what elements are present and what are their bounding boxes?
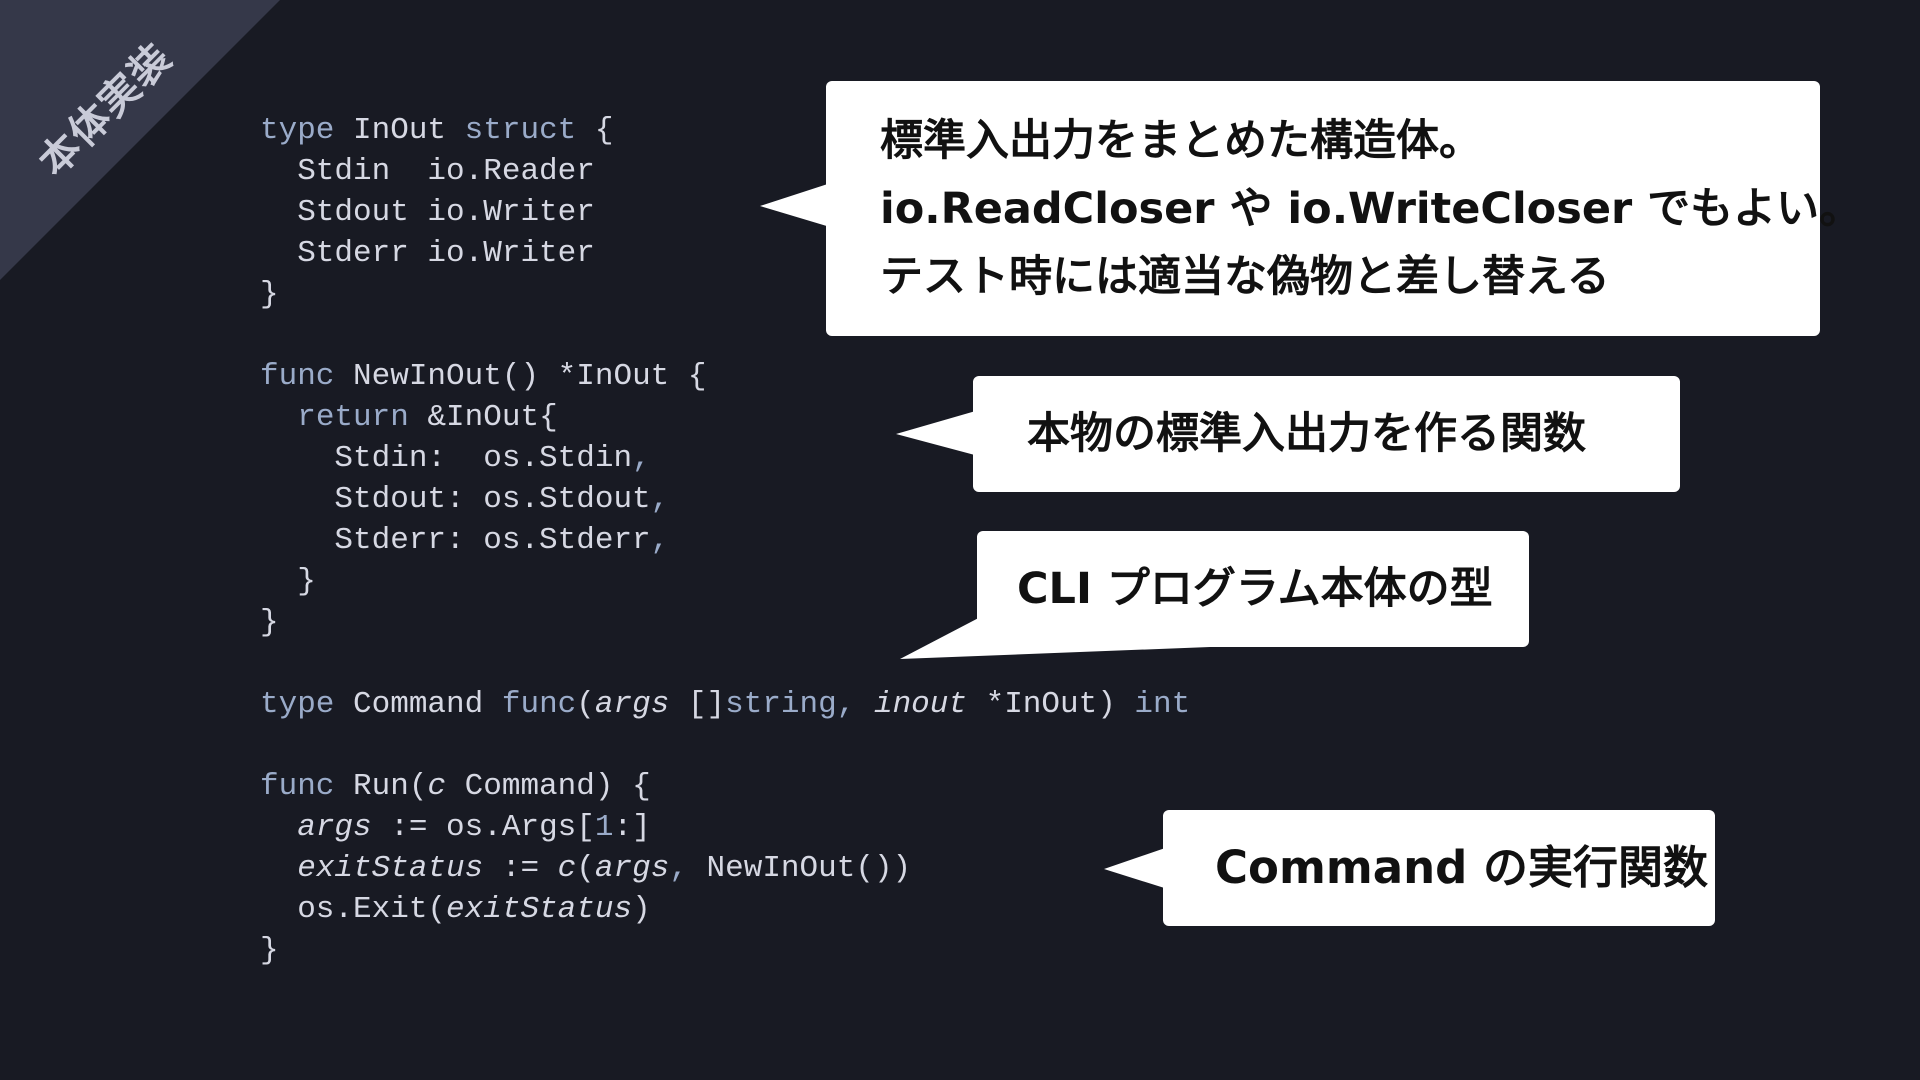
code-token: Run(: [334, 769, 428, 804]
code-token: Command: [334, 687, 502, 722]
code-line: }: [260, 602, 1190, 643]
code-token: ,: [650, 482, 670, 517]
code-token: Stdin io.Reader: [260, 154, 595, 189]
code-line: args := os.Args[1:]: [260, 807, 1190, 848]
code-token: args: [594, 687, 670, 722]
code-token: :=: [483, 851, 558, 886]
callout-tail-run: [1104, 845, 1174, 891]
code-token: ,: [836, 687, 874, 722]
code-token: args: [297, 810, 372, 845]
code-token: Stderr io.Writer: [260, 236, 595, 271]
code-token: struct: [464, 113, 577, 148]
code-line: type Command func(args []string, inout *…: [260, 684, 1190, 725]
code-token: []: [669, 687, 726, 722]
code-line: Stdout io.Writer: [260, 192, 1190, 233]
code-line: exitStatus := c(args, NewInOut()): [260, 848, 1190, 889]
code-line: Stdin io.Reader: [260, 151, 1190, 192]
code-token: *InOut): [966, 687, 1135, 722]
code-token: args: [594, 851, 670, 886]
callout-inout-struct: 標準入出力をまとめた構造体。 io.ReadCloser や io.WriteC…: [826, 81, 1863, 336]
callout-tail-new-inout: [896, 408, 986, 458]
code-token: InOut: [334, 113, 465, 148]
code-token: Stdout: os.Stdout: [260, 482, 651, 517]
code-token: Stdout io.Writer: [260, 195, 595, 230]
code-token: }: [260, 933, 279, 968]
callout-inout-line-3: テスト時には適当な偽物と差し替える: [880, 252, 1610, 302]
code-line: }: [260, 561, 1190, 602]
code-block: type InOut struct { Stdin io.Reader Stdo…: [260, 110, 1190, 971]
code-token: ,: [632, 441, 651, 476]
code-line: Stderr io.Writer: [260, 233, 1190, 274]
code-token: ): [632, 892, 651, 927]
code-token: inout: [873, 687, 967, 722]
callout-inout-line-2: io.ReadCloser や io.WriteCloser でもよい。: [880, 184, 1863, 234]
code-token: ,: [650, 523, 670, 558]
code-line: func Run(c Command) {: [260, 766, 1190, 807]
code-token: c: [427, 769, 447, 804]
code-token: func: [501, 687, 577, 722]
callout-command-type-text: CLI プログラム本体の型: [1017, 564, 1493, 614]
code-token: [260, 400, 297, 435]
code-token: return: [297, 400, 409, 435]
code-token: NewInOut()): [687, 851, 912, 886]
callout-new-inout: 本物の標準入出力を作る関数: [973, 376, 1680, 492]
code-token: func: [260, 359, 335, 394]
code-token: Stdin: os.Stdin: [260, 441, 633, 476]
code-token: [260, 810, 297, 845]
code-line: [260, 725, 1190, 766]
code-line: Stderr: os.Stderr,: [260, 520, 1190, 561]
callout-run-text: Command の実行関数: [1215, 841, 1709, 894]
code-token: (: [576, 851, 595, 886]
code-token: ,: [669, 851, 688, 886]
code-token: Stderr: os.Stderr: [260, 523, 651, 558]
code-token: type: [260, 113, 335, 148]
code-token: }: [260, 277, 279, 312]
code-token: }: [260, 564, 316, 599]
code-token: c: [557, 851, 577, 886]
code-token: Command) {: [446, 769, 651, 804]
code-token: os.Exit(: [260, 892, 447, 927]
code-token: int: [1134, 687, 1191, 722]
code-line: os.Exit(exitStatus): [260, 889, 1190, 930]
code-line: }: [260, 274, 1190, 315]
code-token: type: [260, 687, 335, 722]
code-line: Stdin: os.Stdin,: [260, 438, 1190, 479]
code-token: (: [576, 687, 595, 722]
callout-tail-inout: [760, 180, 840, 230]
code-token: [260, 851, 297, 886]
callout-run: Command の実行関数: [1163, 810, 1715, 926]
code-line: Stdout: os.Stdout,: [260, 479, 1190, 520]
code-token: }: [260, 605, 279, 640]
code-line: func NewInOut() *InOut {: [260, 356, 1190, 397]
code-token: {: [576, 113, 614, 148]
code-line: }: [260, 930, 1190, 971]
code-token: exitStatus: [297, 851, 484, 886]
code-token: NewInOut() *InOut {: [334, 359, 707, 394]
code-token: string: [725, 687, 837, 722]
code-token: &InOut{: [408, 400, 558, 435]
callout-command-type: CLI プログラム本体の型: [977, 531, 1529, 647]
callout-inout-line-1: 標準入出力をまとめた構造体。: [880, 116, 1482, 166]
code-line: return &InOut{: [260, 397, 1190, 438]
code-token: exitStatus: [446, 892, 633, 927]
code-token: := os.Args[: [371, 810, 595, 845]
code-token: func: [260, 769, 335, 804]
code-token: :]: [613, 810, 651, 845]
code-line: type InOut struct {: [260, 110, 1190, 151]
callout-new-inout-text: 本物の標準入出力を作る関数: [1027, 409, 1586, 459]
code-token: 1: [594, 810, 614, 845]
